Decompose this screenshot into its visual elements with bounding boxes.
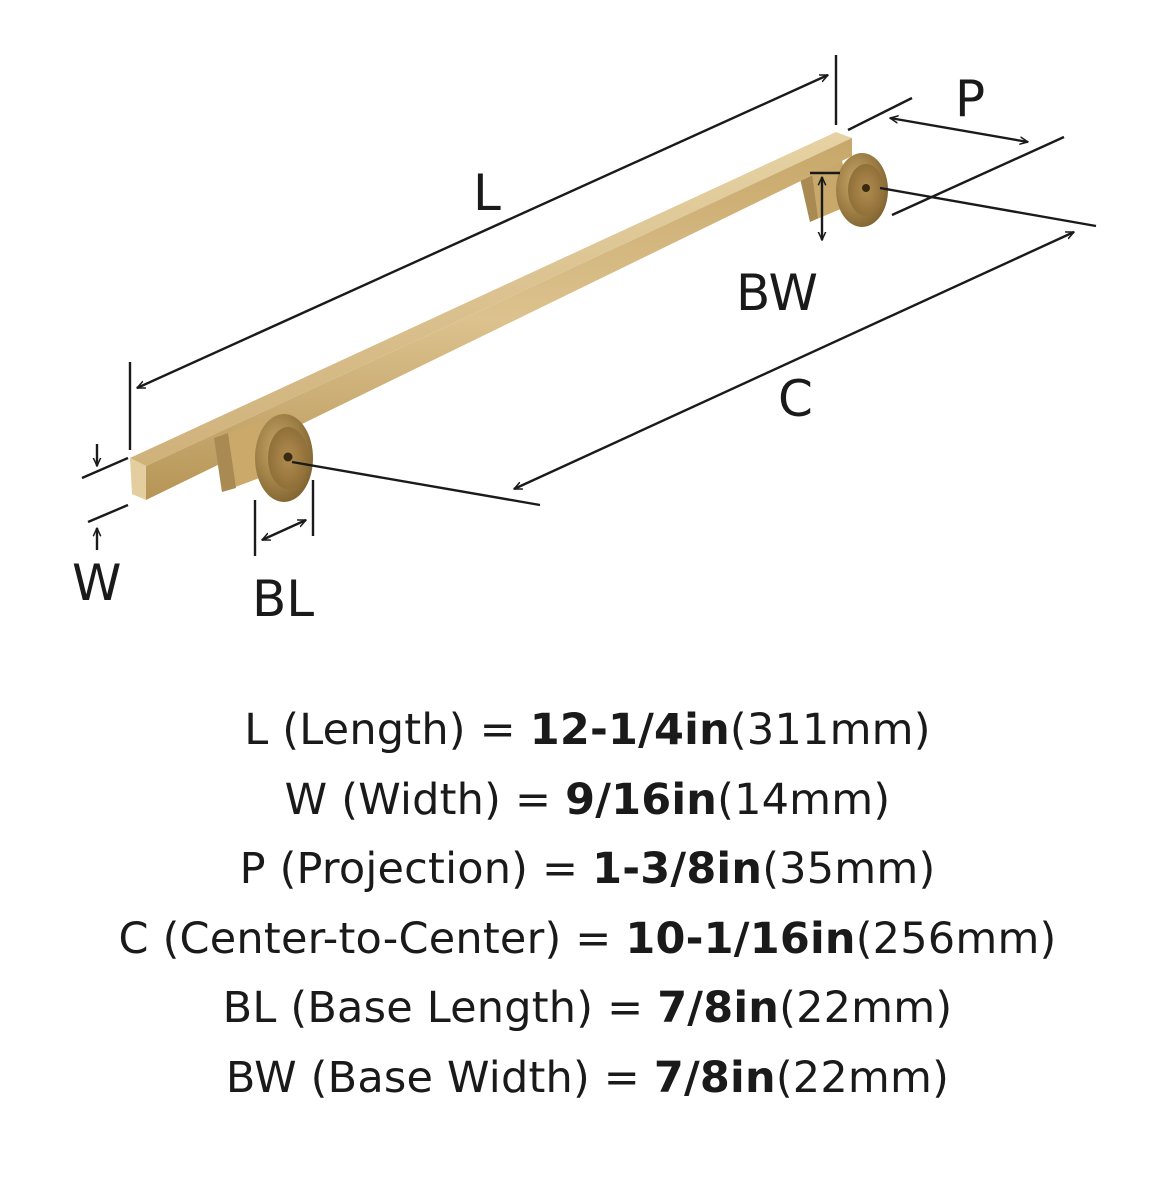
dimension-specifications: L (Length) = 12-1/4in(311mm) W (Width) =… xyxy=(0,696,1175,1113)
spec-row-width: W (Width) = 9/16in(14mm) xyxy=(284,774,891,825)
spec-row-base-length: BL (Base Length) = 7/8in(22mm) xyxy=(222,983,953,1033)
center-to-center-dimension-arrow xyxy=(514,230,1074,491)
projection-dimension-arrow xyxy=(890,118,1028,142)
spec-row-length: L (Length) = 12-1/4in(311mm) xyxy=(244,705,931,755)
spec-row-center-to-center: C (Center-to-Center) = 10-1/16in(256mm) xyxy=(118,913,1057,964)
spec-row-projection: P (Projection) = 1-3/8in(35mm) xyxy=(239,844,936,894)
label-length: L xyxy=(473,164,501,222)
product-dimension-diagram: L P BW C W BL xyxy=(72,55,1097,628)
label-base-width: BW xyxy=(736,264,818,322)
dimension-lines xyxy=(81,55,1097,556)
label-projection: P xyxy=(955,70,985,128)
label-width: W xyxy=(72,554,121,612)
label-base-length: BL xyxy=(252,570,314,628)
bar-end-cap xyxy=(130,458,146,500)
spec-row-base-width: BW (Base Width) = 7/8in(22mm) xyxy=(225,1052,950,1103)
label-center: C xyxy=(778,370,813,428)
base-length-dimension-arrow xyxy=(262,518,306,542)
length-dimension-arrow xyxy=(137,73,828,390)
